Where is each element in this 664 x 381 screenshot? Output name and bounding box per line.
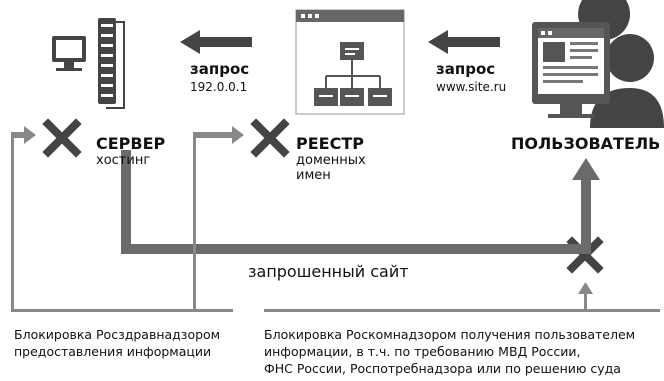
registry-title: РЕЕСТР xyxy=(296,134,364,153)
request-left-ip: 192.0.0.1 xyxy=(190,80,248,94)
footer-right-line1: Блокировка Роскомнадзором получения поль… xyxy=(264,327,636,342)
server-subtitle: хостинг xyxy=(96,153,151,168)
server-icon xyxy=(52,18,125,109)
footer-right-line3: ФНС России, Роспотребнадзора или по реше… xyxy=(264,361,621,376)
request-left-title: запрос xyxy=(190,60,250,78)
site-route-arrow xyxy=(121,150,600,254)
footer-right-caption: Блокировка Роскомнадзором получения поль… xyxy=(264,326,662,377)
bracket-right xyxy=(264,282,660,312)
block-x-registry xyxy=(250,118,290,158)
server-title: СЕРВЕР xyxy=(96,134,166,153)
block-x-server xyxy=(42,118,82,158)
request-right-url: www.site.ru xyxy=(436,80,507,94)
footer-right-line2: информации, в т.ч. по требованию МВД Рос… xyxy=(264,344,581,359)
requested-site-label: запрошенный сайт xyxy=(248,262,409,281)
user-title: ПОЛЬЗОВАТЕЛЬ xyxy=(511,134,661,153)
footer-left-line1: Блокировка Росздравнадзором xyxy=(14,327,221,342)
registry-subtitle-line2: имен xyxy=(296,168,331,183)
footer-left-line2: предоставления информации xyxy=(14,344,212,359)
request-arrow-right xyxy=(428,30,500,54)
request-right-title: запрос xyxy=(436,60,496,78)
bracket-left xyxy=(11,126,244,312)
footer-left-caption: Блокировка Росздравнадзором предоставлен… xyxy=(14,326,254,360)
registry-subtitle-line1: доменных xyxy=(296,153,366,168)
registry-icon xyxy=(295,9,405,115)
request-arrow-left xyxy=(180,30,252,54)
user-icon xyxy=(532,0,664,128)
